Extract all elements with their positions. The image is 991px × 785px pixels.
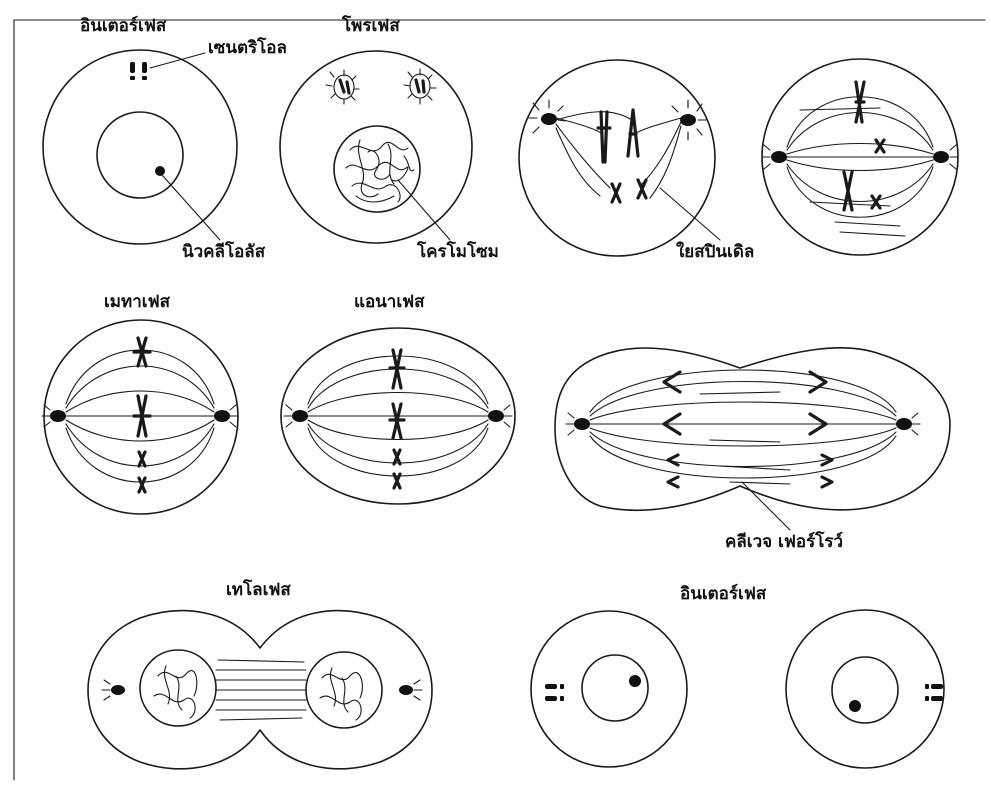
midbody-fibers — [216, 660, 306, 720]
chromosomes-plate — [134, 338, 150, 492]
cell-membrane — [43, 50, 237, 244]
pole-left — [762, 145, 787, 169]
centriole-pointer — [150, 53, 205, 68]
late-prometaphase-cell — [762, 59, 958, 255]
centrosome-left — [326, 70, 359, 104]
label-metaphase: เมทาเฟส — [104, 294, 170, 311]
interphase-daughter-left — [531, 611, 687, 767]
nucleolus-dot — [155, 166, 165, 176]
label-interphase-top: อินเตอร์เฟส — [80, 18, 166, 35]
centriole-pair — [130, 62, 147, 80]
pole-right — [896, 413, 920, 435]
chromatin-right — [320, 668, 362, 720]
pole-left — [284, 405, 308, 427]
nucleus — [582, 655, 648, 721]
cell-membrane — [555, 348, 950, 510]
cell-membrane — [786, 610, 944, 768]
centrosome-right — [404, 69, 436, 104]
label-anaphase: แอนาเฟส — [354, 294, 425, 311]
spindle-pointer — [660, 188, 720, 240]
pole-right — [933, 145, 958, 169]
label-chromosome: โครโมโซม — [417, 244, 499, 261]
spindle-fibers — [590, 370, 896, 484]
chromosomes — [598, 110, 646, 202]
label-cleavage-furrow: คลีเวจ เฟอร์โรว์ — [725, 534, 843, 551]
chromatin-tangle — [346, 140, 414, 202]
label-telophase: เทโลเฟส — [226, 582, 291, 599]
prometaphase-cell — [519, 60, 720, 256]
prophase-cell — [280, 51, 472, 243]
metaphase-cell — [42, 320, 238, 514]
centriole-pair — [925, 684, 943, 701]
anaphase-cell — [281, 328, 515, 504]
centriole-pair — [545, 684, 564, 701]
pole-right — [399, 680, 422, 700]
telophase-cell — [88, 611, 432, 769]
nucleolus-dot — [629, 675, 641, 687]
late-anaphase-cell — [555, 348, 950, 530]
pole-left — [102, 680, 125, 700]
chromatin-left — [154, 666, 197, 718]
interphase-daughter-right — [786, 610, 944, 768]
aster-right — [672, 100, 706, 140]
label-interphase-bottom: อินเตอร์เฟส — [680, 586, 766, 603]
label-nucleolus: นิวคลีโอลัส — [182, 244, 265, 261]
pole-right — [488, 405, 512, 427]
pole-left — [566, 413, 590, 435]
nucleus-right — [306, 652, 382, 728]
pole-left — [42, 405, 66, 427]
nucleus — [97, 112, 183, 198]
cell-membrane — [519, 60, 715, 256]
chromosomes — [844, 82, 884, 210]
interphase-cell-1 — [43, 50, 237, 244]
nucleolus-dot — [849, 700, 861, 712]
label-centriole: เซนตริโอล — [208, 40, 287, 57]
pole-right — [214, 405, 238, 427]
cleavage-furrow-pointer — [742, 482, 790, 530]
cell-membrane — [280, 51, 472, 243]
label-prophase: โพรเฟส — [342, 18, 400, 35]
chromosomes-separating — [390, 350, 404, 488]
nucleus — [832, 657, 898, 723]
chromosomes-at-poles — [664, 372, 832, 487]
label-spindle-fiber: ใยสปินเดิล — [676, 244, 754, 261]
nucleus-left — [140, 650, 216, 726]
